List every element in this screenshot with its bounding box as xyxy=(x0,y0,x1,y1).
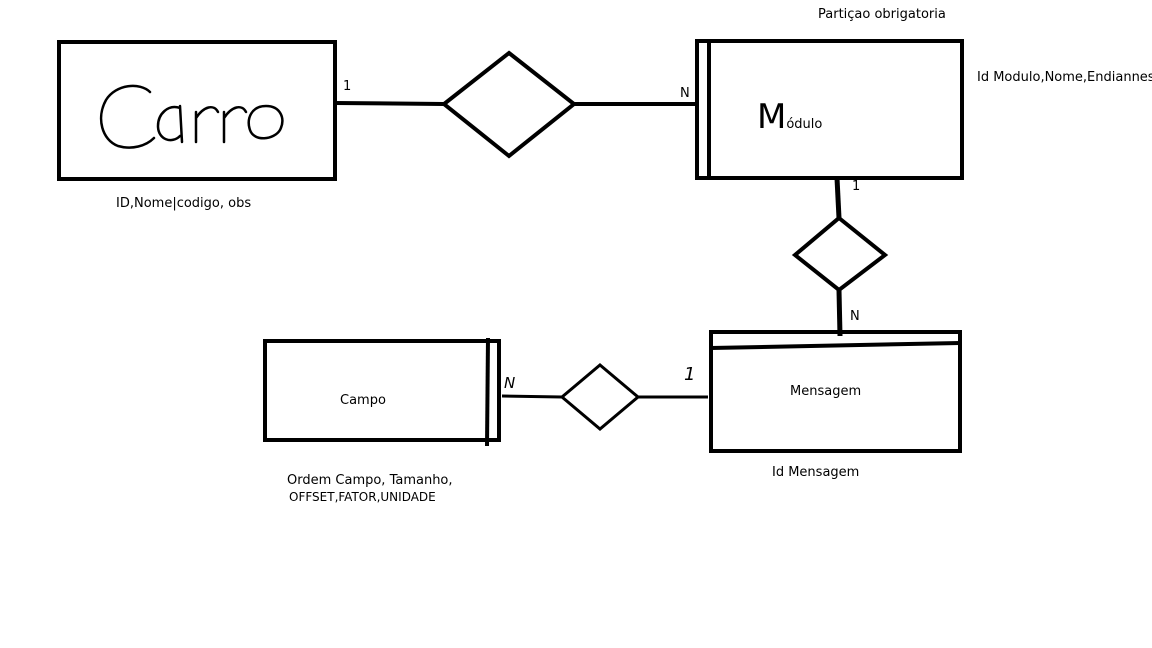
entity-campo-inner-border xyxy=(485,337,490,447)
entity-mensagem-box xyxy=(709,330,962,453)
cardinality-modulo-from-carro: N xyxy=(680,86,690,101)
entity-campo-box xyxy=(263,339,501,442)
entity-carro-box xyxy=(57,40,337,181)
link-rel2-mensagem xyxy=(836,289,843,337)
modulo-attributes: Id Modulo,Nome,Endiannes xyxy=(977,70,1152,85)
entity-modulo-label-initial: M xyxy=(757,97,787,137)
relationship-campo-mensagem xyxy=(559,363,641,431)
relationship-carro-modulo xyxy=(440,50,578,159)
cardinality-mensagem-from-modulo: N xyxy=(850,309,860,324)
campo-attributes-line1: Ordem Campo, Tamanho, xyxy=(287,473,453,488)
link-carro-rel1 xyxy=(334,101,445,106)
entity-mensagem-label: Mensagem xyxy=(790,384,862,399)
entity-modulo-label-rest: ódulo xyxy=(786,117,823,132)
link-rel3-campo xyxy=(501,394,563,399)
cardinality-carro: 1 xyxy=(343,79,352,94)
mensagem-attributes: Id Mensagem xyxy=(772,465,860,480)
entity-modulo-box xyxy=(695,39,964,180)
cardinality-campo: N xyxy=(504,374,516,392)
cardinality-modulo-to-mensagem: 1 xyxy=(852,179,861,194)
carro-attributes: ID,Nome|codigo, obs xyxy=(116,196,252,211)
campo-attributes-line2: OFFSET,FATOR,UNIDADE xyxy=(289,490,436,504)
cardinality-mensagem-to-campo: 1 xyxy=(684,364,696,385)
link-modulo-rel2 xyxy=(834,177,842,219)
modulo-note: Partiçao obrigatoria xyxy=(818,7,946,22)
relationship-modulo-mensagem xyxy=(791,215,889,293)
entity-mensagem-inner-border xyxy=(710,341,961,350)
entity-modulo-label: Módulo xyxy=(757,100,822,134)
entity-carro-handwritten-label xyxy=(99,84,284,149)
entity-campo-label: Campo xyxy=(340,393,386,408)
